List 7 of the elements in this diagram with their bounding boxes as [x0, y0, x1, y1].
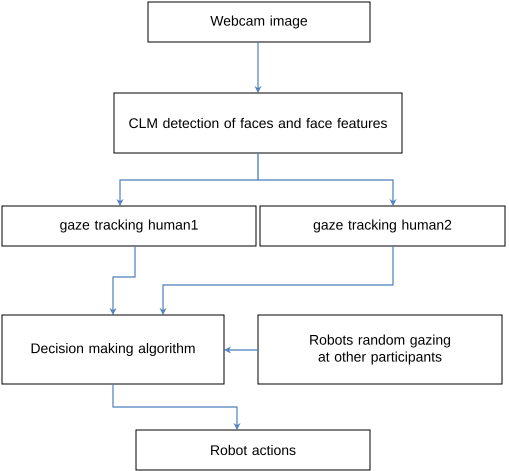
process-box: CLM detection of faces and face features — [114, 92, 402, 154]
process-box: Robot actions — [136, 430, 370, 470]
process-box: Decision making algorithm — [2, 314, 224, 384]
process-box: Webcam image — [148, 2, 370, 42]
process-box: Robots random gazing at other participants — [258, 314, 502, 384]
process-box: gaze tracking human2 — [260, 206, 506, 246]
process-box: gaze tracking human1 — [2, 206, 256, 246]
